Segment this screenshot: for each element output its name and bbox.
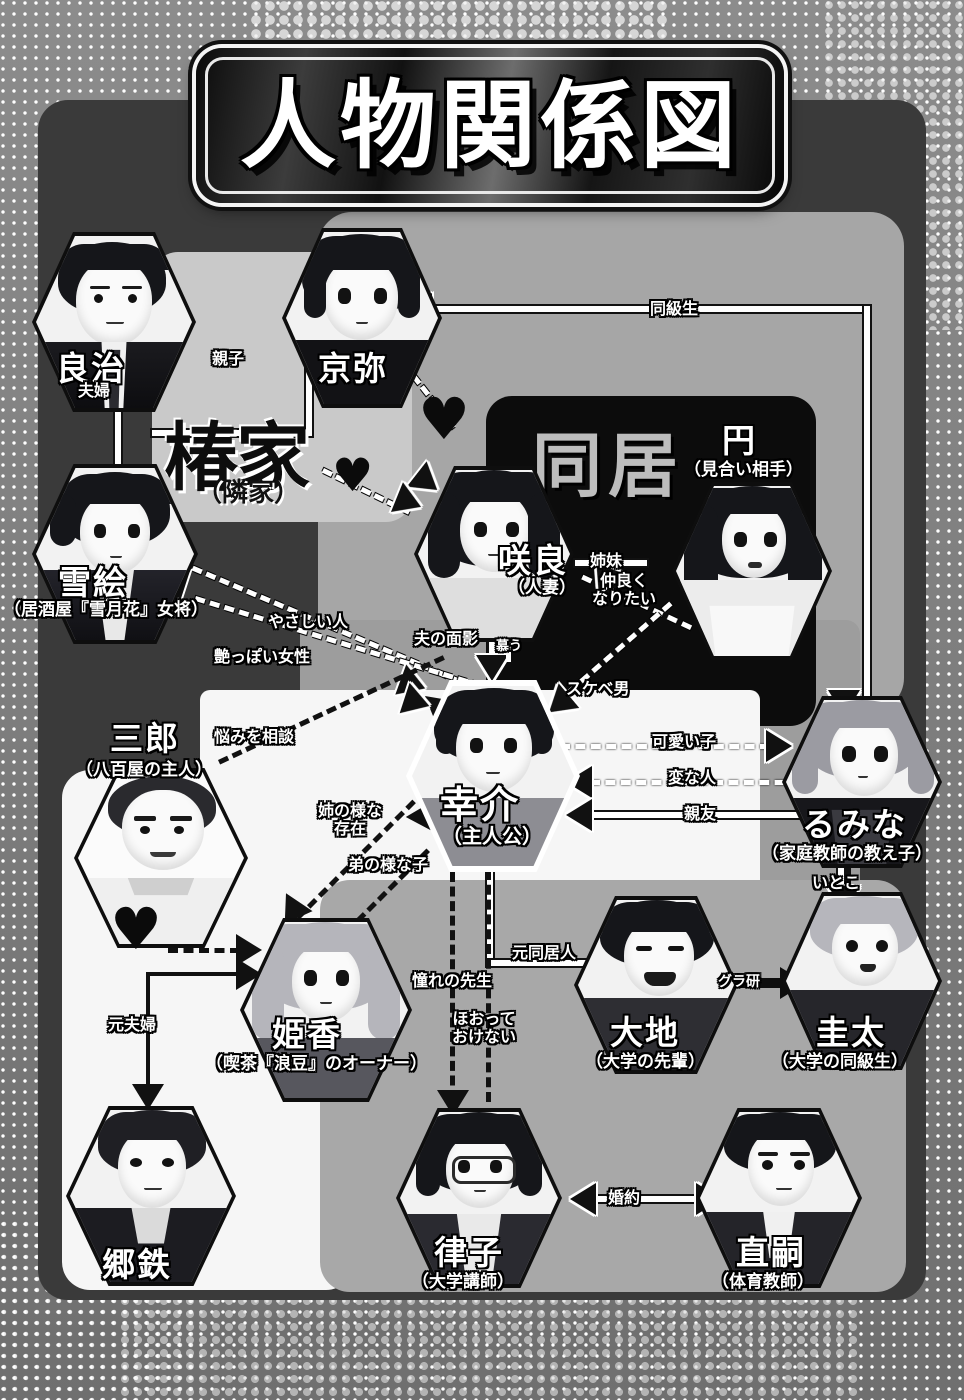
caption-hootte-okenai: ほおって おけない xyxy=(452,1009,517,1047)
character-name-keita: 圭太 xyxy=(816,1013,886,1052)
dash-saburou-himeka xyxy=(168,948,240,953)
line-moto-doukyonin-h xyxy=(487,960,605,966)
character-name-naotsugu: 直嗣 xyxy=(736,1233,806,1272)
character-name-madoka: 円 xyxy=(722,421,757,460)
character-card-kyouya[interactable] xyxy=(282,228,442,408)
line-classmate-h xyxy=(430,306,870,312)
line-shinyuu-h xyxy=(590,812,844,818)
character-name-ritsuko: 律子 xyxy=(434,1233,504,1272)
caption-henna-hito: 変な人 xyxy=(668,768,717,787)
character-name-kyouya: 京弥 xyxy=(318,349,388,388)
group-sublabel-tsubaki: （隣家） xyxy=(196,478,301,508)
caption-ane-no-you: 姉の様な 存在 xyxy=(318,801,383,839)
caption-shitau: 慕う xyxy=(496,639,523,654)
caption-akogare-sensei: 憧れの先生 xyxy=(412,971,493,990)
character-card-himeka[interactable] xyxy=(240,918,412,1102)
dash-akogare-sensei xyxy=(450,872,455,1100)
character-role-kousuke: （主人公） xyxy=(442,824,542,848)
portrait-saburou xyxy=(78,772,244,944)
arrowhead-kawaii xyxy=(766,730,792,762)
arrowhead-otto-omokage xyxy=(476,655,508,681)
character-name-himeka: 姫香 xyxy=(272,1015,342,1054)
line-ryouji-yukie xyxy=(115,395,121,500)
caption-shimai: 姉妹 xyxy=(590,551,623,570)
character-role-sakura: （人妻） xyxy=(508,578,576,598)
line-classmate-v xyxy=(864,306,870,726)
caption-shinyuu: 親友 xyxy=(684,804,717,823)
character-role-keita: （大学の同級生） xyxy=(772,1052,908,1072)
group-label-cohabitation: 同居 xyxy=(532,425,684,507)
character-role-ritsuko: （大学講師） xyxy=(412,1272,514,1292)
portrait-kousuke xyxy=(412,686,574,866)
character-role-naotsugu: （体育教師） xyxy=(712,1272,814,1292)
dash-hootte-okenai xyxy=(486,870,491,1102)
character-name-yukie: 雪絵 xyxy=(58,563,128,602)
character-role-yukie: （居酒屋『雪月花』女将） xyxy=(4,600,208,620)
character-role-daichi: （大学の先輩） xyxy=(586,1052,705,1072)
caption-nayami: 悩みを相談 xyxy=(214,727,295,746)
portrait-kyouya xyxy=(286,232,438,404)
character-name-ryouji: 良治 xyxy=(56,349,126,388)
arrowhead-konyaku-left xyxy=(570,1183,596,1215)
arrowhead-shinyuu xyxy=(566,799,592,831)
caption-itoko: いとこ xyxy=(812,873,861,892)
line-shimai xyxy=(575,560,647,566)
character-card-ryouji[interactable] xyxy=(32,232,196,412)
character-card-saburou[interactable] xyxy=(74,768,248,948)
line-guraken xyxy=(716,978,786,988)
caption-guraken: グラ研 xyxy=(718,974,760,990)
character-card-rumina[interactable] xyxy=(782,696,942,868)
heart-saburou: ♥ xyxy=(110,895,162,963)
group-label-tsubaki: 椿家 xyxy=(164,415,310,501)
character-name-kousuke: 幸介 xyxy=(440,783,521,827)
character-role-rumina: （家庭教師の教え子） xyxy=(762,844,932,864)
heart-kyouya: ♥ xyxy=(418,385,470,453)
heart-tsubaki: ♥ xyxy=(332,448,374,502)
character-card-keita[interactable] xyxy=(782,892,942,1070)
character-name-sakura: 咲良 xyxy=(498,541,568,580)
dash-henna-hito xyxy=(590,780,800,785)
character-role-madoka: （見合い相手） xyxy=(684,460,803,480)
line-konyaku xyxy=(596,1196,700,1202)
caption-yasashii: やさしい人 xyxy=(268,612,349,631)
caption-doukyuusei: 同級生 xyxy=(650,299,699,318)
character-name-rumina: るみな xyxy=(802,805,907,844)
character-role-himeka: （喫茶『浪豆』のオーナー） xyxy=(206,1054,427,1074)
caption-fuufu: 夫婦 xyxy=(78,381,111,400)
page-title-plate: 人物関係図 xyxy=(196,48,784,203)
caption-konyaku: 婚約 xyxy=(608,1188,641,1207)
character-role-saburou: （八百屋の主人） xyxy=(76,760,212,780)
line-moto-fuufu-v xyxy=(146,972,150,1092)
dash-kawaii xyxy=(560,744,770,749)
caption-moto-fuufu: 元夫婦 xyxy=(108,1015,157,1034)
page-title: 人物関係図 xyxy=(240,69,740,182)
caption-moto-doukyonin: 元同居人 xyxy=(512,943,577,962)
caption-otto-omokage: 夫の面影 xyxy=(414,629,479,648)
character-name-daichi: 大地 xyxy=(610,1013,680,1052)
character-name-goutetsu: 郷鉄 xyxy=(102,1245,172,1284)
character-card-yukie[interactable] xyxy=(32,464,198,644)
character-name-saburou: 三郎 xyxy=(110,719,180,758)
portrait-yukie xyxy=(36,468,194,640)
caption-kawaii: 可愛い子 xyxy=(652,732,717,751)
caption-sukebe: スケベ男 xyxy=(566,679,630,698)
character-card-kousuke[interactable] xyxy=(406,680,580,872)
caption-otouto-no-you: 弟の様な子 xyxy=(348,855,429,874)
line-parent-child-h xyxy=(152,430,312,436)
character-card-madoka[interactable] xyxy=(672,482,832,660)
arrowhead-moto-fuufu-down xyxy=(132,1084,164,1110)
caption-nakayoku: 仲良く なりたい xyxy=(592,571,657,609)
caption-oyako: 親子 xyxy=(212,349,245,368)
character-card-sakura[interactable] xyxy=(414,466,574,642)
caption-tsuyappoi: 艶っぽい女性 xyxy=(214,647,311,666)
line-moto-fuufu-h xyxy=(146,972,246,976)
character-card-daichi[interactable] xyxy=(574,896,738,1074)
